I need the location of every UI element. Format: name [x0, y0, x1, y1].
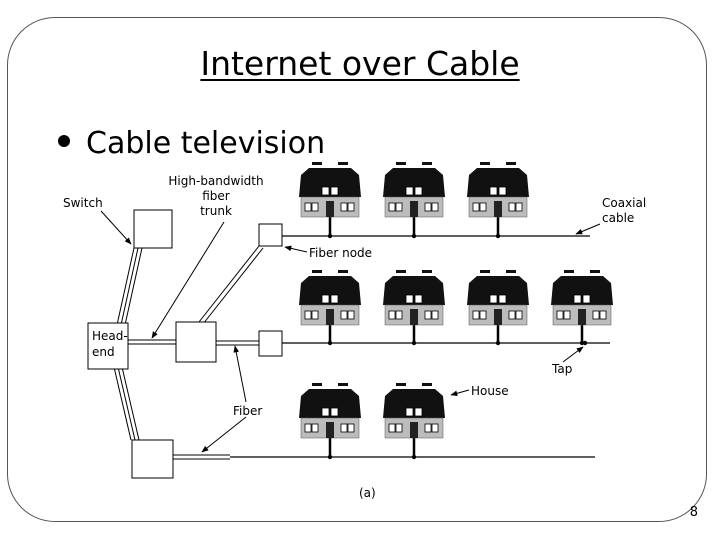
house-icon	[382, 161, 446, 218]
slide-frame	[7, 17, 707, 522]
label-arrows	[100, 210, 601, 453]
fiber-node-label: Fiber node	[309, 246, 372, 260]
trunk-label-line2: fiber	[202, 189, 230, 203]
house-icon	[298, 161, 362, 218]
switch-box	[133, 209, 173, 249]
house-icon	[466, 161, 530, 218]
bullet-item: Cable television	[58, 126, 325, 161]
house-icon	[466, 269, 530, 326]
houses-layer	[298, 161, 614, 460]
tap-point	[327, 454, 333, 460]
house-icon	[382, 382, 446, 439]
coaxial-label-line1: Coaxial	[602, 196, 646, 210]
tap-point	[327, 340, 333, 346]
house-icon	[550, 269, 614, 326]
house-label: House	[471, 384, 509, 398]
tap-point	[411, 340, 417, 346]
trunk-label-line3: trunk	[200, 204, 232, 218]
tap-point	[411, 454, 417, 460]
house-icon	[382, 269, 446, 326]
middle-switch-box	[175, 321, 217, 363]
house-icon	[298, 269, 362, 326]
page-number: 8	[689, 505, 698, 520]
lower-switch-box	[131, 439, 174, 479]
tap-point	[495, 233, 501, 239]
bullet-dot	[58, 135, 70, 147]
tap-point	[495, 340, 501, 346]
figure-caption: (a)	[359, 486, 376, 500]
slide-title: Internet over Cable	[200, 44, 520, 83]
headend-label-line2: end	[92, 345, 115, 359]
fiber-node-box	[258, 223, 283, 247]
house-icon	[298, 382, 362, 439]
fiber-label: Fiber	[233, 404, 262, 418]
tap-label: Tap	[551, 362, 572, 376]
tap-point	[411, 233, 417, 239]
fiber-trunk-lines	[113, 245, 264, 460]
coaxial-label-line2: cable	[602, 211, 634, 225]
headend-box	[87, 322, 129, 370]
tap-markers	[582, 340, 588, 346]
switch-label: Switch	[63, 196, 103, 210]
trunk-label-line1: High-bandwidth	[168, 174, 263, 188]
tap-point	[327, 233, 333, 239]
bullet-text: Cable television	[86, 126, 326, 161]
fiber-node-box-2	[258, 330, 283, 357]
headend-label-line1: Head-	[92, 329, 128, 343]
